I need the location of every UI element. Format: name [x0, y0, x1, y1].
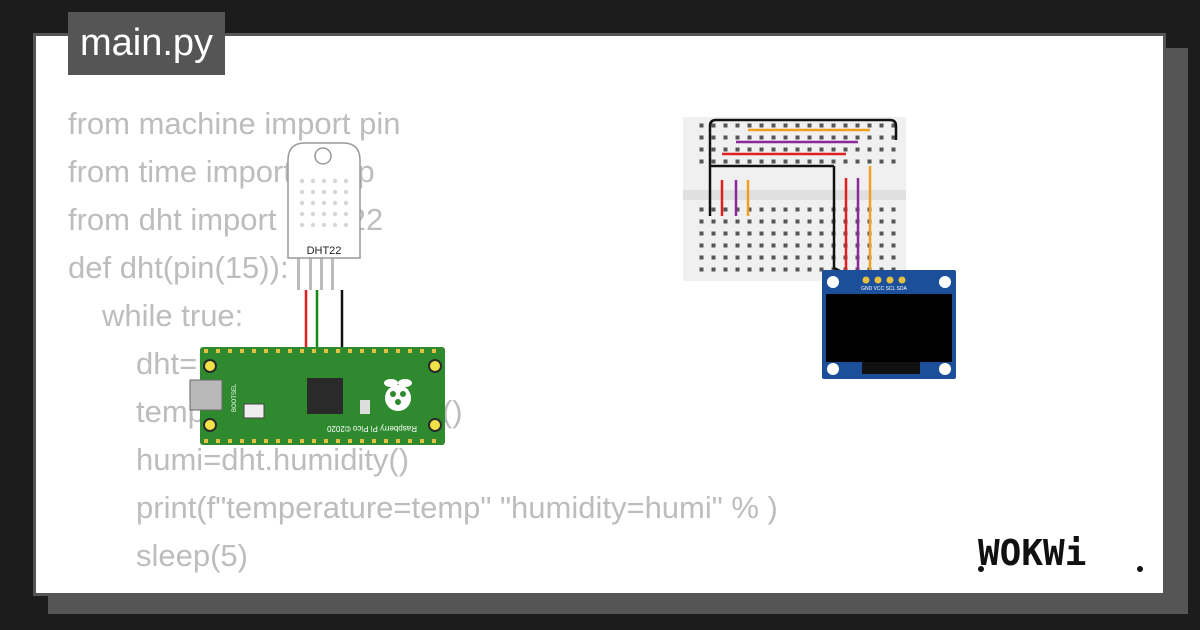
breadboard-holes-bottom	[692, 200, 896, 272]
oled-pin	[862, 276, 870, 284]
code-line: while true:	[102, 298, 244, 333]
sensor-grill	[294, 178, 354, 232]
sensor-pin	[297, 256, 300, 290]
sensor-pin	[309, 256, 312, 290]
mount-hole	[827, 276, 839, 288]
wire-black-bus	[708, 118, 898, 180]
code-line: print(f"temperature=temp" "humidity=humi…	[136, 490, 778, 525]
oled-ribbon	[862, 362, 920, 374]
sensor-pin	[331, 256, 334, 290]
mount-hole	[203, 359, 217, 373]
code-line: from machine import pin	[68, 106, 401, 141]
preview-card	[33, 33, 1166, 596]
rp2040-chip	[307, 378, 343, 414]
sensor-pin	[320, 256, 323, 290]
wokwi-logo-icon: WOKWi	[978, 533, 1143, 574]
breadboard-channel	[683, 190, 906, 200]
code-line: def dht(pin(15)):	[68, 250, 289, 285]
mount-hole	[314, 147, 332, 165]
code-line: sleep(5)	[136, 538, 248, 573]
wokwi-logo-text: WOKWi	[978, 533, 1086, 574]
mount-hole	[939, 363, 951, 375]
oled-screen	[826, 294, 952, 362]
file-tab[interactable]: main.py	[68, 12, 226, 75]
wokwi-logo: WOKWi	[975, 525, 1150, 585]
mount-hole	[939, 276, 951, 288]
code-line: from time import sleep	[68, 154, 375, 189]
pico-label: Raspberry Pi Pico ©2020	[326, 424, 416, 433]
wire-vcc	[254, 290, 308, 354]
mount-hole	[428, 359, 442, 373]
led	[360, 400, 370, 414]
dht22-sensor[interactable]: DHT22	[287, 142, 361, 290]
oled-display[interactable]: GND VCC SCL SDA	[822, 270, 956, 379]
oled-pin	[886, 276, 894, 284]
oled-pin	[898, 276, 906, 284]
raspberry-pi-pico[interactable]: Raspberry Pi Pico ©2020 BOOTSEL	[189, 347, 445, 445]
bootsel-button[interactable]	[243, 403, 265, 419]
mount-hole	[827, 363, 839, 375]
breadboard-holes-top	[692, 120, 896, 168]
oled-pin-labels: GND VCC SCL SDA	[861, 286, 907, 292]
sensor-label: DHT22	[307, 245, 342, 257]
raspberry-logo-icon	[384, 379, 412, 411]
mount-hole	[203, 418, 217, 432]
code-line: humi=dht.humidity()	[136, 442, 410, 477]
mount-hole	[428, 418, 442, 432]
bootsel-label: BOOTSEL	[232, 383, 238, 412]
oled-pin	[874, 276, 882, 284]
usb-port	[189, 379, 223, 411]
